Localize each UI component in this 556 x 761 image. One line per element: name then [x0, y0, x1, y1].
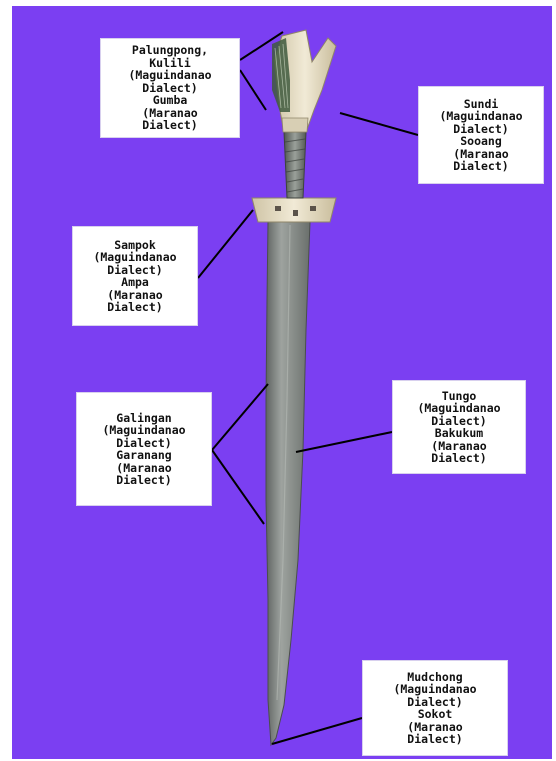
label-guard: Sampok (Maguindanao Dialect) Ampa (Maran…	[72, 226, 198, 326]
label-text: Gumba	[105, 94, 235, 107]
label-text: Dialect)	[105, 119, 235, 132]
label-text: Dialect)	[397, 452, 521, 465]
guard-stud-right	[310, 206, 316, 211]
guard-stud-center	[293, 210, 298, 216]
label-text: (Maguindanao	[423, 110, 539, 123]
label-text: (Maguindanao	[77, 251, 193, 264]
guard-stud-left	[275, 206, 281, 211]
leader-edge-b	[212, 450, 264, 524]
label-text: Dialect)	[81, 474, 207, 487]
label-text: Garanang	[81, 449, 207, 462]
blade	[266, 222, 310, 745]
leader-edge-a	[212, 384, 268, 450]
label-text: Dialect)	[77, 301, 193, 314]
label-tip: Mudchong (Maguindanao Dialect) Sokot (Ma…	[362, 660, 508, 756]
leader-tip	[272, 718, 362, 744]
label-text: (Maguindanao	[81, 424, 207, 437]
leader-pommel	[340, 113, 418, 135]
label-pommel: Sundi (Maguindanao Dialect) Sooang (Mara…	[418, 86, 544, 184]
label-text: Sooang	[423, 135, 539, 148]
leader-spine	[296, 432, 392, 452]
label-text: Dialect)	[367, 733, 503, 746]
leader-handle-b	[240, 70, 266, 110]
leader-lines	[198, 32, 418, 744]
label-text: Dialect)	[423, 160, 539, 173]
pommel-base-band	[282, 118, 308, 132]
leader-guard	[198, 210, 253, 278]
label-text: (Maguindanao	[367, 683, 503, 696]
label-text: Sokot	[367, 708, 503, 721]
label-text: Bakukum	[397, 427, 521, 440]
label-edge: Galingan (Maguindanao Dialect) Garanang …	[76, 392, 212, 506]
label-text: (Maguindanao	[397, 402, 521, 415]
label-text: Ampa	[77, 276, 193, 289]
label-spine: Tungo (Maguindanao Dialect) Bakukum (Mar…	[392, 380, 526, 474]
label-text: Palungpong,	[105, 44, 235, 57]
label-text: (Maguindanao	[105, 69, 235, 82]
label-handle: Palungpong, Kulili (Maguindanao Dialect)…	[100, 38, 240, 138]
